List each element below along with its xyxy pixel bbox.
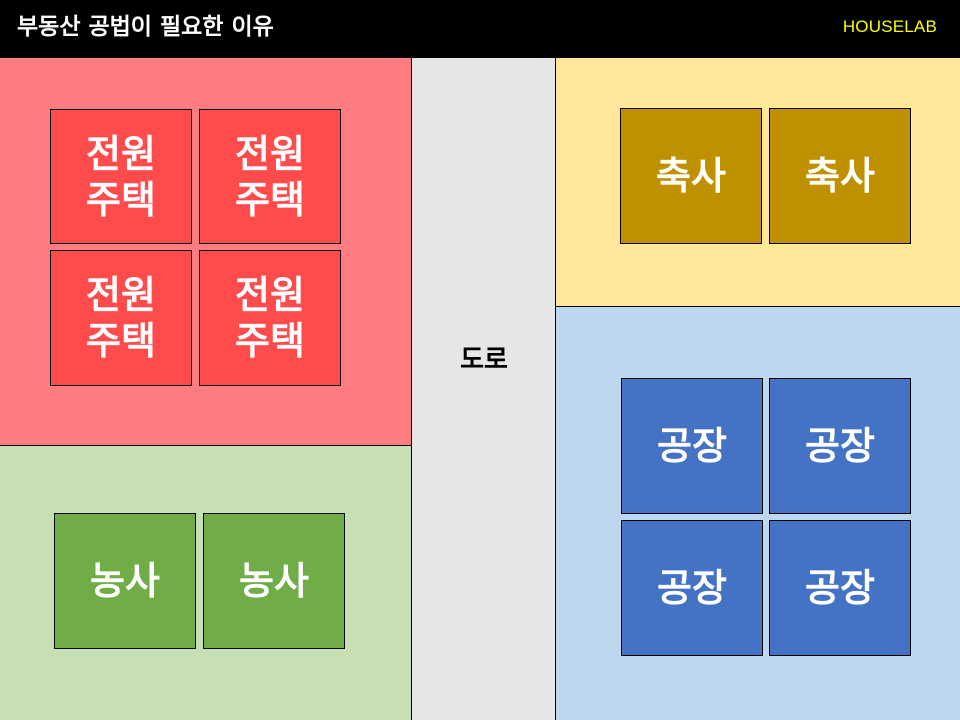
factory-box: 공장 <box>621 378 763 514</box>
livestock-zone: 축사 축사 <box>555 58 960 307</box>
road-zone: 도로 <box>412 58 556 720</box>
farm-zone: 농사 농사 <box>0 445 412 720</box>
factory-zone: 공장 공장 공장 공장 <box>555 306 960 720</box>
farm-box: 농사 <box>203 513 345 649</box>
livestock-barn-box: 축사 <box>620 108 762 244</box>
page-title: 부동산 공법이 필요한 이유 <box>17 14 274 40</box>
factory-box: 공장 <box>621 520 763 656</box>
residential-house-box: 전원 주택 <box>50 250 192 386</box>
residential-house-box: 전원 주택 <box>199 250 341 386</box>
residential-zone: 전원 주택 전원 주택 전원 주택 전원 주택 <box>0 58 412 446</box>
residential-house-box: 전원 주택 <box>50 109 192 244</box>
livestock-barn-box: 축사 <box>769 108 911 244</box>
brand-logo: HOUSELAB <box>842 17 937 36</box>
header-bar: 부동산 공법이 필요한 이유 HOUSELAB <box>0 0 960 58</box>
road-label: 도로 <box>460 345 508 375</box>
factory-box: 공장 <box>769 520 911 656</box>
factory-box: 공장 <box>769 378 911 514</box>
farm-box: 농사 <box>54 513 196 649</box>
residential-house-box: 전원 주택 <box>199 109 341 244</box>
